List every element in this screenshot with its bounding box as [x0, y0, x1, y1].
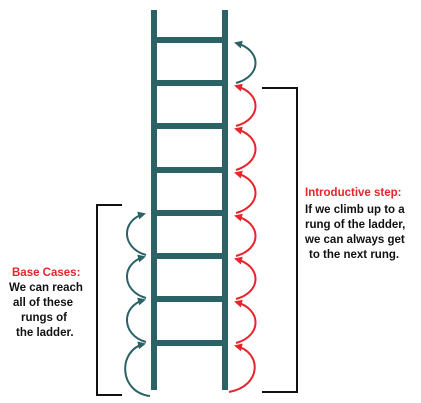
ladder-rung-5 — [157, 210, 222, 216]
base-case-arrow — [126, 297, 147, 343]
inductive-arrows — [228, 40, 257, 393]
inductive-step-line-3: we can always get — [304, 234, 405, 246]
inductive-arrow — [234, 299, 257, 344]
ladder-rung-7 — [157, 296, 222, 302]
inductive-arrow-bottom — [228, 343, 256, 393]
ladder-rung-6 — [157, 253, 222, 259]
base-case-arrow-bottom — [124, 341, 151, 397]
base-cases-line-1: We can reach — [9, 282, 83, 294]
ladder-rung-4 — [157, 167, 222, 173]
inductive-arrow — [234, 170, 257, 214]
inductive-arrow — [234, 213, 257, 257]
base-case-bracket — [96, 204, 122, 396]
base-case-arrow — [126, 211, 147, 256]
inductive-step-line-1: If we climb up to a — [305, 204, 405, 216]
ladder-rung-8 — [157, 340, 222, 346]
ladder-rung-2 — [157, 80, 222, 86]
inductive-arrow — [234, 83, 257, 127]
ladder-right-rail — [222, 10, 228, 390]
ladder-rung-1 — [157, 37, 222, 43]
base-case-arrows — [124, 211, 151, 397]
inductive-arrow — [234, 126, 257, 171]
inductive-step-line-2: rung of the ladder, — [305, 219, 405, 231]
inductive-bracket — [262, 87, 298, 393]
inductive-step-line-4: to the next rung. — [309, 249, 399, 261]
base-cases-line-2: all of these — [13, 297, 73, 309]
base-cases-line-3: rungs of — [21, 312, 67, 324]
inductive-arrow — [234, 256, 257, 300]
inductive-step-label: Introductive step: If we climb up to a r… — [304, 187, 405, 261]
inductive-arrow-top — [234, 40, 257, 84]
ladder — [151, 10, 228, 390]
ladder-rung-3 — [157, 123, 222, 129]
base-cases-label: Base Cases: We can reach all of these ru… — [9, 267, 83, 339]
inductive-step-title: Introductive step: — [305, 187, 401, 199]
base-case-arrow — [126, 254, 147, 299]
ladder-left-rail — [151, 10, 157, 390]
base-cases-title: Base Cases: — [12, 267, 80, 279]
base-cases-line-4: the ladder. — [16, 327, 74, 339]
